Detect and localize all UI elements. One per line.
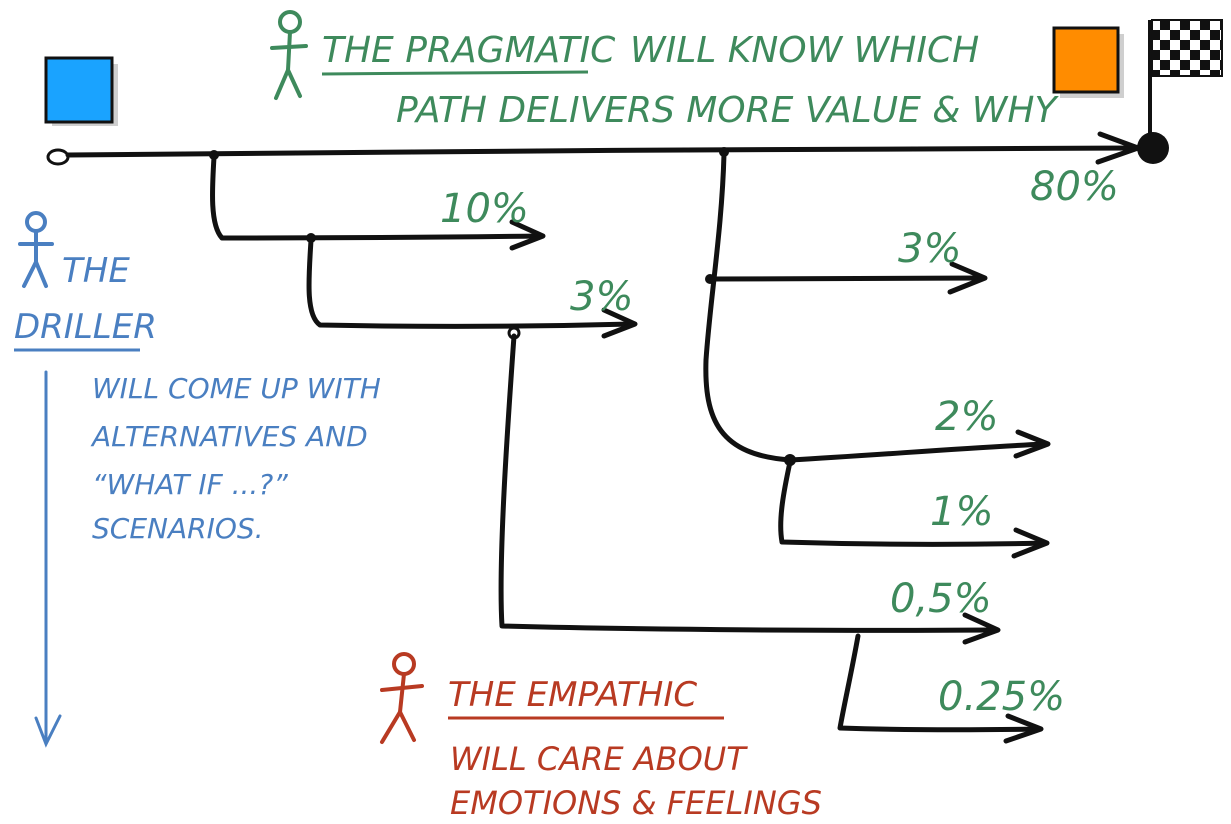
percent-3-right: 3%: [898, 226, 961, 272]
percent-10: 10%: [440, 186, 529, 232]
driller-title-1: THE: [62, 251, 130, 291]
blue-square-icon: [44, 56, 118, 126]
branch-10: [209, 150, 546, 251]
stick-figure-icon: [18, 211, 54, 288]
branch-right: [703, 147, 1051, 463]
driller-line-2: ALTERNATIVES AND: [90, 420, 368, 453]
pragmatic-title: THE PRAGMATIC: [322, 30, 616, 71]
empathic-line2: EMOTIONS & FEELINGS: [450, 784, 822, 822]
stick-figure-icon: [270, 10, 308, 100]
branch-3-right: [705, 261, 988, 295]
checkered-flag-icon: [1137, 19, 1223, 164]
down-arrow-icon: [34, 370, 62, 748]
percent-025: 0.25%: [938, 674, 1065, 720]
branch-025: [837, 633, 1044, 744]
orange-square-icon: [1052, 26, 1124, 98]
pragmatic-line1: WILL KNOW WHICH: [630, 30, 979, 71]
empathic-line1: WILL CARE ABOUT: [450, 740, 748, 778]
empathic-title: THE EMPATHIC: [448, 675, 697, 715]
driller-line-1: WILL COME UP WITH: [92, 372, 381, 405]
percent-05: 0,5%: [890, 576, 992, 622]
percent-3-left: 3%: [570, 274, 633, 320]
driller-line-4: SCENARIOS.: [92, 512, 264, 545]
pragmatic-line2: PATH DELIVERS MORE VALUE & WHY: [396, 90, 1059, 131]
branch-05: [498, 326, 1001, 645]
pragmatic-underline: [321, 70, 589, 76]
percent-2: 2%: [935, 394, 998, 440]
driller-line-3: “WHAT IF ...?”: [92, 468, 288, 501]
driller-title-2: DRILLER: [14, 307, 157, 347]
branch-1: [778, 454, 1050, 559]
percent-80: 80%: [1030, 164, 1119, 210]
branch-3-left: [306, 233, 638, 339]
percent-1: 1%: [930, 489, 993, 535]
stick-figure-icon: [380, 652, 424, 744]
